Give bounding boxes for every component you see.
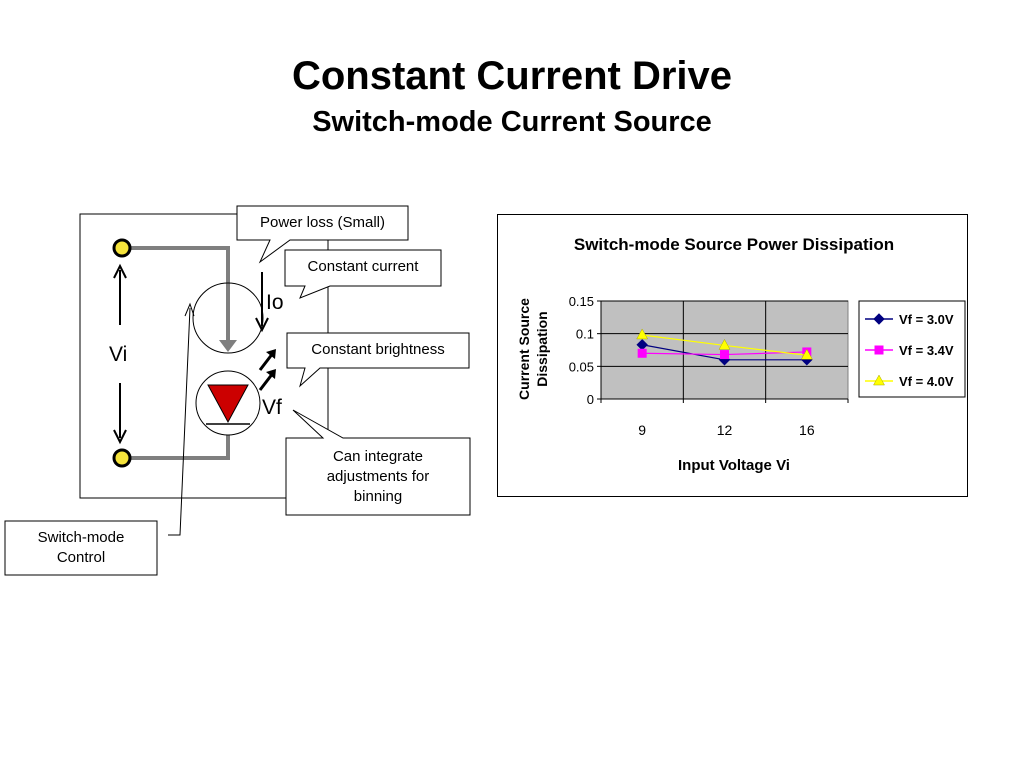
control-line	[168, 307, 191, 536]
y-tick-label: 0	[587, 392, 594, 407]
label-io: Io	[266, 291, 284, 314]
callout-integrate-shape	[285, 409, 471, 516]
light-arrow-1	[258, 352, 275, 371]
series-2-point	[720, 350, 729, 360]
io-arrow-head	[255, 317, 269, 333]
legend-marker-1	[873, 313, 885, 325]
light-arrow-2-head	[266, 369, 276, 379]
y-tick-label: 0.15	[569, 294, 594, 309]
y-axis-label-line1: Current Source	[516, 298, 532, 400]
dissipation-chart: Switch-mode Source Power Dissipation 0 0.0…	[516, 235, 966, 474]
control-line-head	[184, 302, 195, 317]
callout-constant-current: Constant current	[307, 258, 419, 275]
callout-constant-brightness-shape	[286, 332, 470, 388]
top-wire	[122, 246, 230, 348]
series-3-point	[718, 338, 731, 350]
legend-marker-3	[873, 374, 885, 386]
terminal-top	[112, 238, 132, 258]
vi-arrow-up-head	[113, 263, 127, 279]
x-tick-label: 16	[799, 422, 815, 438]
vi-arrow-down-head	[113, 429, 127, 445]
label-vi: Vi	[109, 343, 128, 366]
terminal-bottom	[112, 448, 132, 468]
y-tick-label: 0.1	[576, 327, 594, 342]
chart-title: Switch-mode Source Power Dissipation	[574, 235, 894, 254]
x-tick-label: 9	[638, 422, 646, 438]
slide-title: Constant Current Drive	[291, 54, 733, 98]
legend-label-3: Vf = 4.0V	[899, 374, 954, 389]
series-3-point	[800, 348, 813, 360]
callout-constant-current-shape	[284, 249, 442, 299]
series-2-point	[637, 348, 647, 358]
led-triangle	[207, 384, 249, 424]
chart-frame: Switch-mode Source Power Dissipation 0 0.0…	[497, 214, 968, 497]
callout-switch-mode-shape	[4, 520, 158, 576]
current-arrowhead	[219, 340, 237, 352]
slide-subtitle: Switch-mode Current Source	[312, 106, 712, 138]
callout-power-loss: Power loss (Small)	[259, 214, 386, 231]
y-tick-label: 0.05	[569, 359, 594, 374]
light-arrow-2	[258, 372, 275, 391]
callout-constant-brightness: Constant brightness	[311, 341, 445, 358]
callout-power-loss-shape	[236, 205, 409, 264]
legend-label-2: Vf = 3.4V	[899, 343, 954, 358]
x-axis-label: Input Voltage Vi	[678, 457, 790, 474]
callout-integrate-adjustments: Can integrate adjustments for binning	[326, 448, 430, 505]
label-vf: Vf	[262, 396, 282, 419]
x-tick-label: 12	[717, 422, 733, 438]
series-3-point	[636, 328, 649, 340]
legend-label-1: Vf = 3.0V	[899, 312, 954, 327]
callout-switch-mode-control: Switch-mode Control	[37, 529, 125, 566]
legend-marker-2	[874, 345, 884, 355]
light-arrow-1-head	[266, 349, 276, 359]
y-axis-label-line2: Dissipation	[534, 311, 550, 386]
